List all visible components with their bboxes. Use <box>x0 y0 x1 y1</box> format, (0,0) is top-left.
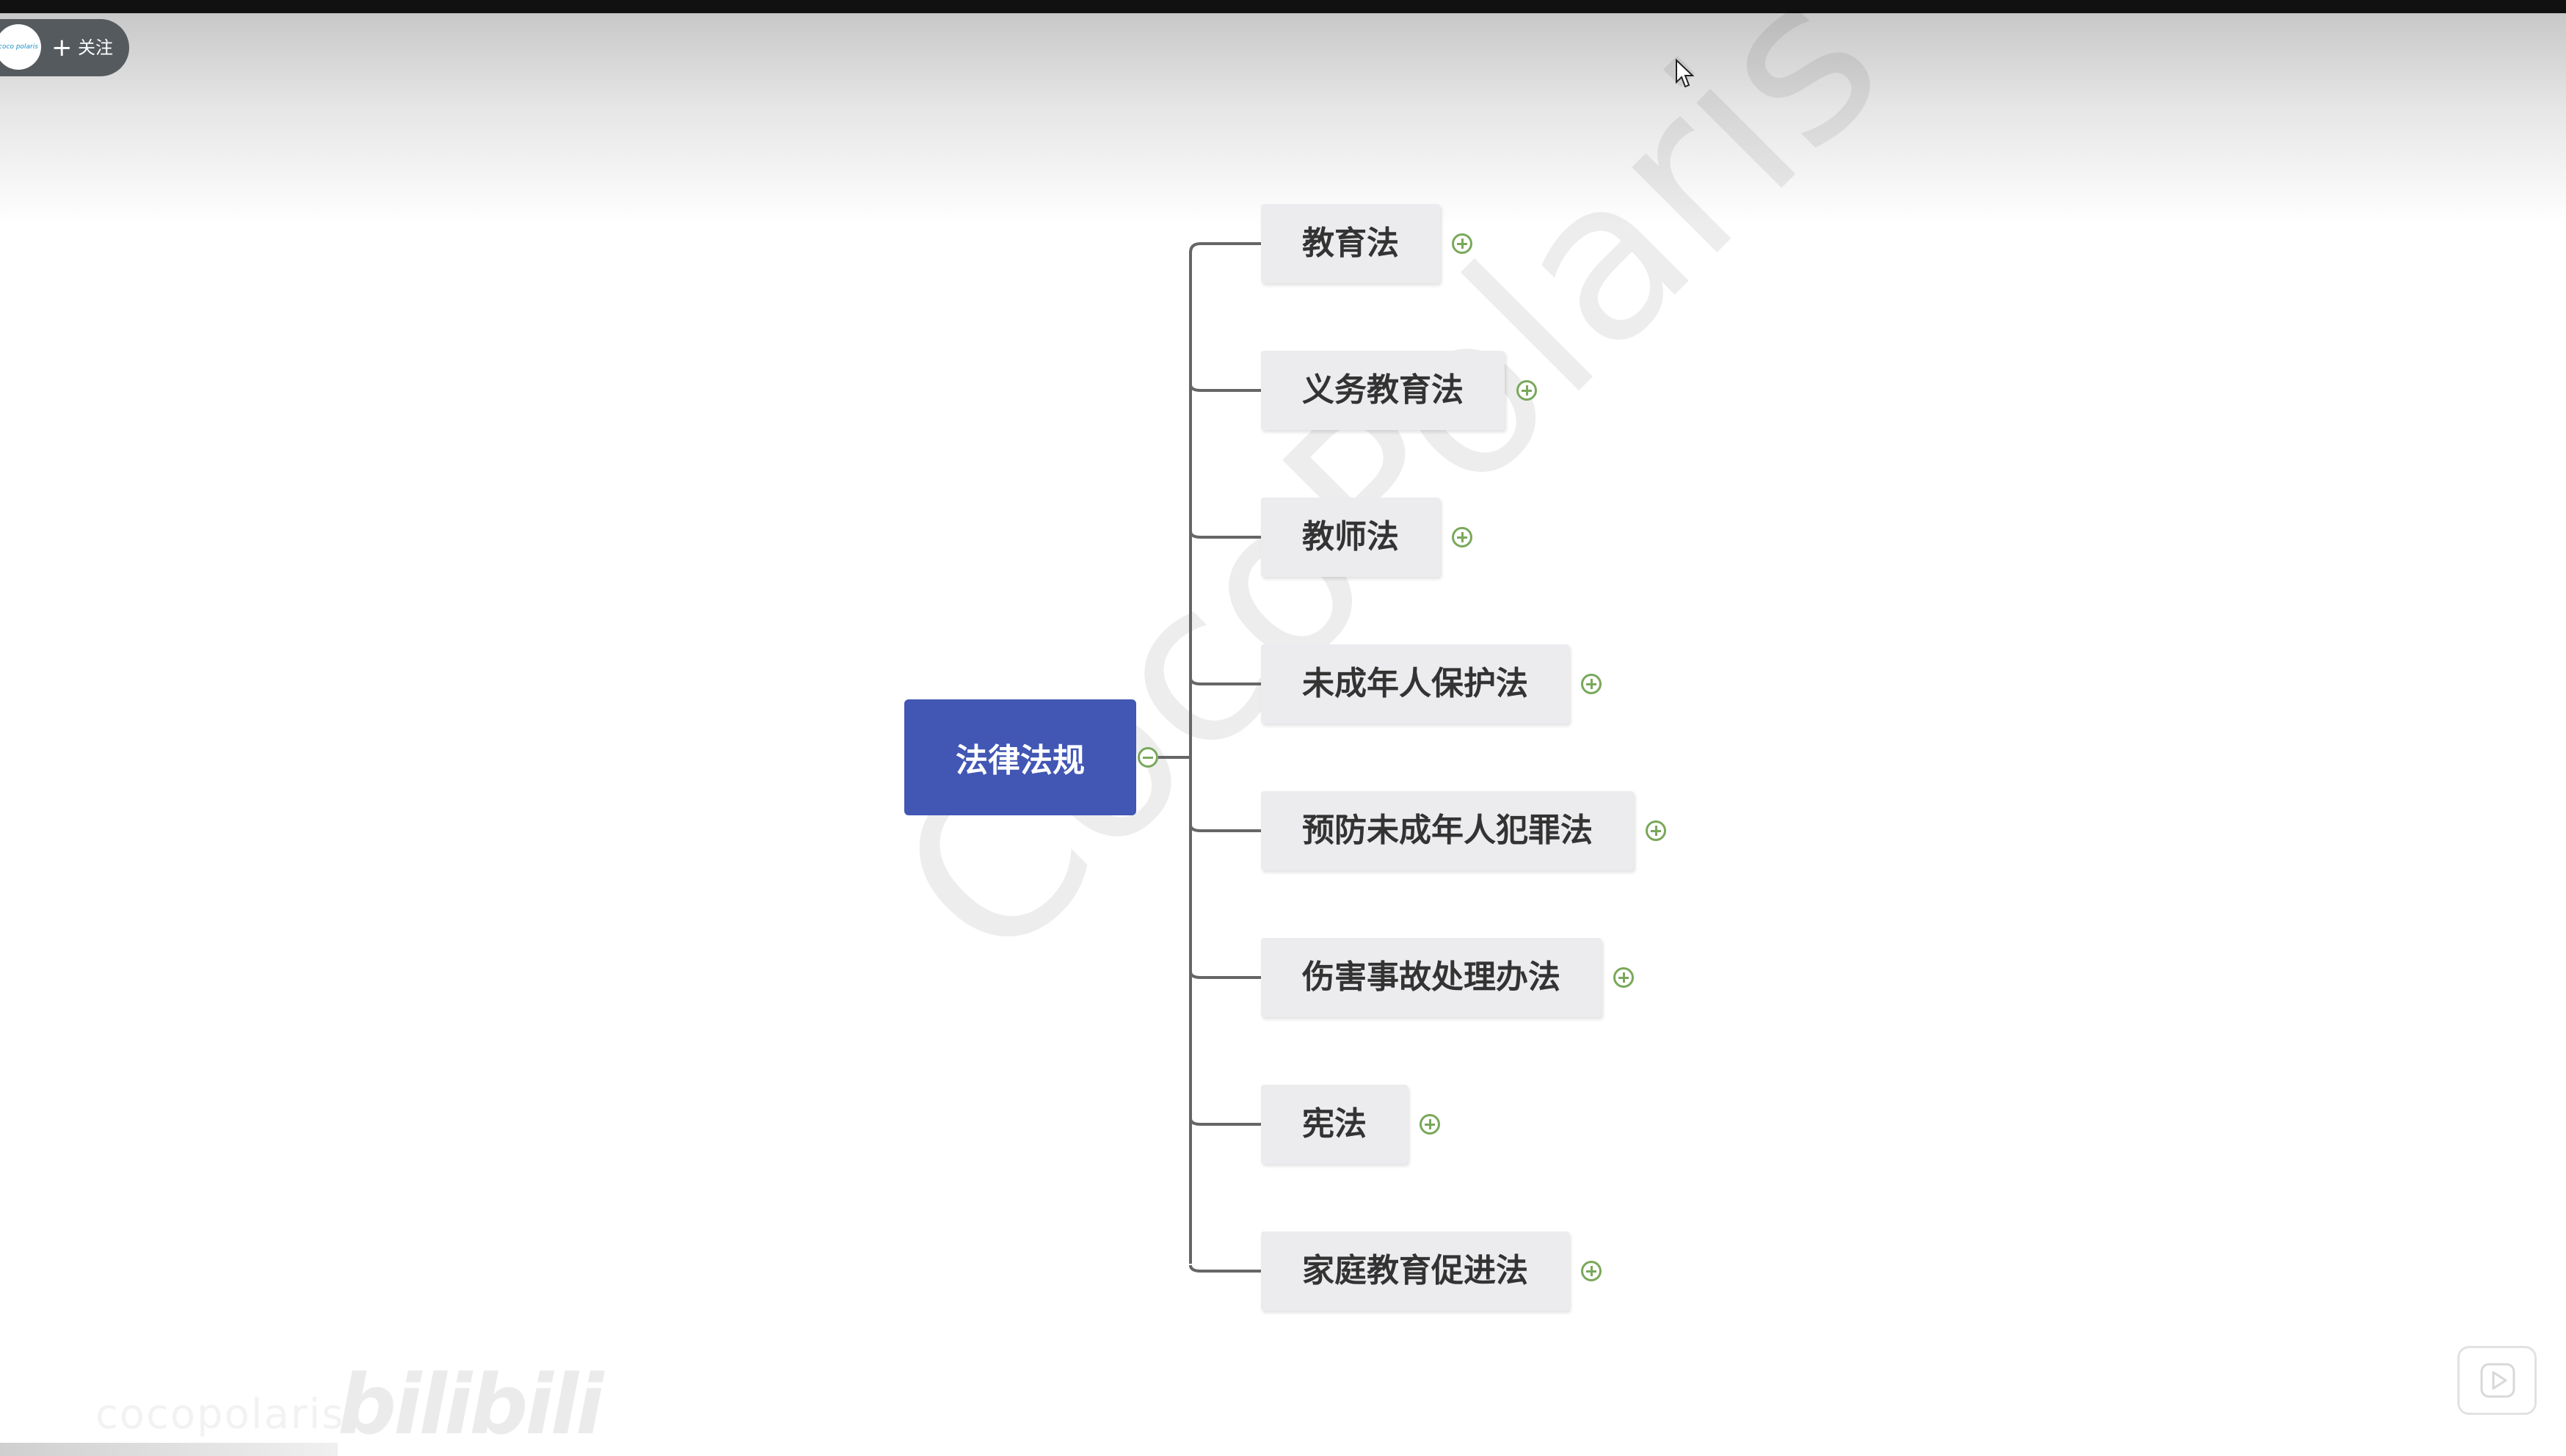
mindmap-branch-node[interactable]: 伤害事故处理办法 <box>1261 938 1602 1017</box>
mindmap-branch-node[interactable]: 宪法 <box>1261 1085 1408 1164</box>
mindmap-branch-node[interactable]: 预防未成年人犯罪法 <box>1261 791 1634 870</box>
branch-label: 教育法 <box>1302 225 1399 262</box>
play-icon <box>2480 1363 2515 1398</box>
branch-connector <box>1189 531 1261 539</box>
collapse-icon[interactable] <box>1138 747 1158 768</box>
plus-circle-icon[interactable] <box>1581 1261 1602 1281</box>
follow-label: 关注 <box>78 37 113 58</box>
mindmap-branch-node[interactable]: 教育法 <box>1261 204 1440 283</box>
follow-button[interactable]: coco polaris + 关注 <box>0 19 129 76</box>
branch-connector <box>1189 677 1261 685</box>
root-label: 法律法规 <box>956 742 1085 779</box>
branch-connector <box>1189 384 1261 392</box>
branch-connector <box>1189 971 1261 979</box>
branch-label: 家庭教育促进法 <box>1302 1252 1528 1289</box>
branch-label: 未成年人保护法 <box>1302 665 1528 702</box>
play-button[interactable] <box>2457 1346 2537 1415</box>
branch-connector <box>1189 824 1261 832</box>
plus-circle-icon[interactable] <box>1516 380 1537 401</box>
top-gradient-overlay <box>0 13 2566 226</box>
plus-circle-icon[interactable] <box>1452 233 1472 254</box>
mindmap-branch-node[interactable]: 家庭教育促进法 <box>1261 1231 1569 1311</box>
mouse-pointer-icon <box>1676 59 1695 88</box>
plus-circle-icon[interactable] <box>1613 967 1634 988</box>
plus-circle-icon[interactable] <box>1420 1114 1440 1135</box>
branch-label: 预防未成年人犯罪法 <box>1302 812 1593 849</box>
branch-connector <box>1189 1118 1261 1126</box>
branch-label: 伤害事故处理办法 <box>1302 958 1560 996</box>
mindmap-branch-node[interactable]: 未成年人保护法 <box>1261 644 1569 724</box>
avatar-text: coco polaris <box>0 43 38 51</box>
branch-connector <box>1189 1264 1261 1273</box>
watermark-bottom: cocopolaris <box>95 1391 345 1438</box>
mindmap-root-node[interactable]: 法律法规 <box>904 699 1136 815</box>
mindmap-branch-node[interactable]: 义务教育法 <box>1261 351 1505 430</box>
avatar: coco polaris <box>0 24 41 70</box>
progress-strip <box>0 1443 338 1456</box>
plus-circle-icon[interactable] <box>1581 674 1602 694</box>
plus-icon: + <box>51 33 73 62</box>
branch-label: 教师法 <box>1302 518 1399 556</box>
plus-circle-icon[interactable] <box>1646 820 1666 841</box>
plus-circle-icon[interactable] <box>1452 527 1472 547</box>
top-bar <box>0 0 2566 13</box>
branch-connector <box>1189 242 1261 253</box>
branch-label: 义务教育法 <box>1302 371 1464 409</box>
branch-label: 宪法 <box>1302 1105 1367 1143</box>
bilibili-logo: bilibili <box>338 1358 604 1453</box>
mindmap-branch-node[interactable]: 教师法 <box>1261 498 1440 577</box>
